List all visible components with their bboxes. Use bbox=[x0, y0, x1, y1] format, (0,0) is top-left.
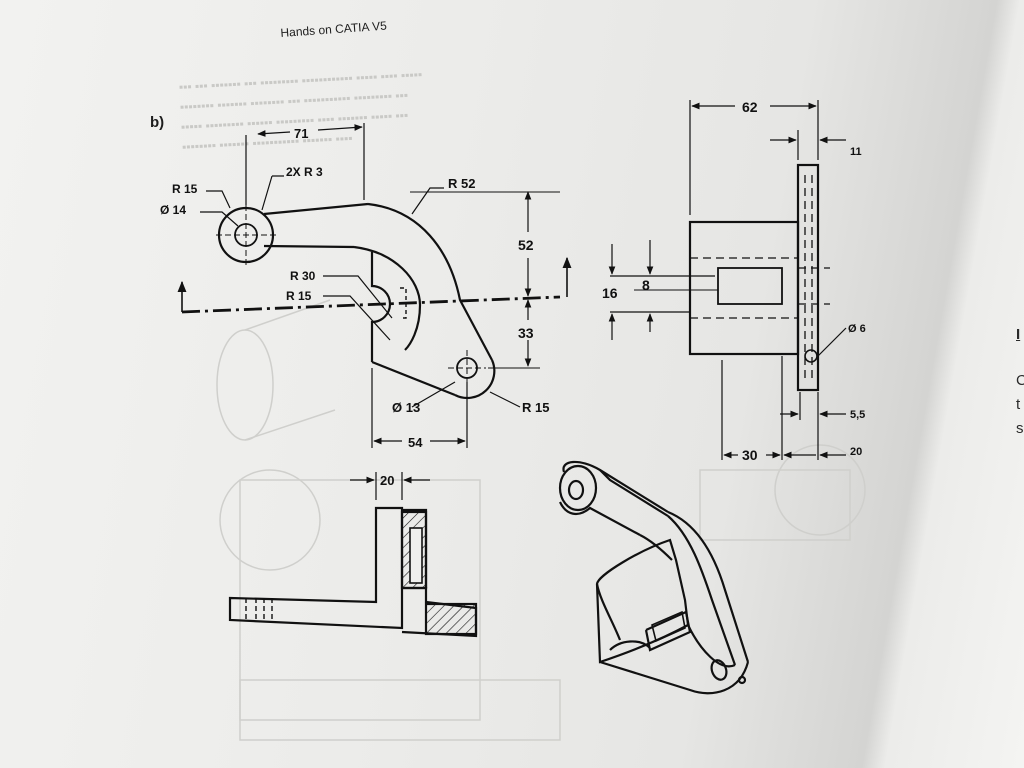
dim-r30: R 30 bbox=[290, 269, 316, 283]
dim-30: 30 bbox=[742, 447, 758, 463]
bleed-through-drawing bbox=[216, 299, 866, 741]
dim-71: 71 bbox=[294, 126, 308, 141]
right-page-fragment-2: C bbox=[1016, 372, 1024, 389]
isometric-view bbox=[558, 460, 750, 695]
dim-52: 52 bbox=[518, 237, 534, 253]
dim-8: 8 bbox=[642, 277, 650, 293]
dim-54: 54 bbox=[408, 435, 423, 450]
dim-2x-r3: 2X R 3 bbox=[286, 165, 323, 179]
exercise-sublabel: b) bbox=[150, 114, 165, 131]
dim-r15-boss: R 15 bbox=[172, 182, 198, 196]
dim-11: 11 bbox=[850, 146, 862, 158]
dim-dia6: Ø 6 bbox=[848, 323, 866, 335]
dim-16: 16 bbox=[602, 285, 618, 301]
top-view bbox=[228, 506, 478, 638]
dim-5-5: 5,5 bbox=[850, 409, 865, 421]
dim-20-top: 20 bbox=[380, 473, 394, 488]
right-page-fragment-4: s bbox=[1016, 420, 1024, 437]
side-view-dimensions bbox=[608, 100, 847, 460]
dim-33: 33 bbox=[518, 325, 534, 341]
side-view-hidden-lines bbox=[690, 175, 830, 380]
dim-r52: R 52 bbox=[448, 176, 475, 191]
top-view-dimensions bbox=[350, 472, 430, 500]
dim-dia14: Ø 14 bbox=[160, 203, 186, 217]
dim-r15-inner: R 15 bbox=[286, 289, 312, 303]
dim-62: 62 bbox=[742, 99, 758, 115]
side-view bbox=[688, 163, 820, 392]
right-page-fragment-3: t bbox=[1016, 396, 1021, 413]
dim-20-side: 20 bbox=[850, 446, 862, 458]
front-view-dimensions bbox=[200, 123, 560, 448]
dim-r15-lower: R 15 bbox=[522, 400, 549, 415]
right-page-fragment-1: I bbox=[1016, 326, 1021, 343]
front-view-centerlines bbox=[177, 205, 572, 386]
dim-dia13: Ø 13 bbox=[392, 400, 420, 415]
